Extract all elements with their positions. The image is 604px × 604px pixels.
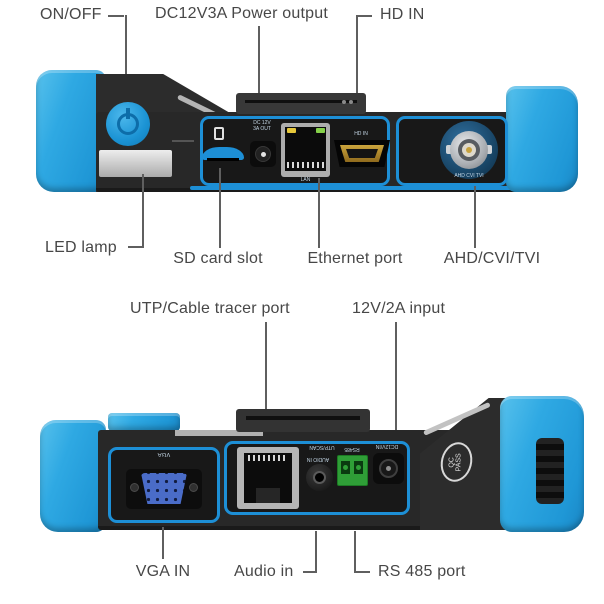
dc-output-label-line1: DC 12V <box>253 120 271 126</box>
callout-line-led-lamp <box>142 174 144 248</box>
power-icon-stem <box>126 108 130 119</box>
ethernet-led-green <box>316 128 325 133</box>
callout-line-rs485 <box>354 531 356 573</box>
callout-line-audio-in-dash <box>303 571 317 573</box>
bnc-bayonet-lug <box>446 145 452 154</box>
led-lamp <box>99 150 172 177</box>
rs485-port-label: RS485 <box>344 446 360 452</box>
handle-dot <box>342 100 346 104</box>
callout-line-on-off <box>125 15 127 103</box>
callout-line-power-input <box>395 322 397 448</box>
vga-screw-post <box>130 483 139 492</box>
device-bottom-left-bumper <box>40 420 106 532</box>
callout-line-vga-in <box>162 527 164 559</box>
callout-line-rs485-dash <box>354 571 370 573</box>
label-utp-tracer: UTP/Cable tracer port <box>130 300 290 317</box>
callout-line-power-output <box>258 26 260 122</box>
dc-output-port-label: DC 12V 3A OUT <box>244 120 280 132</box>
label-power-output: DC12V3A Power output <box>155 5 328 22</box>
callout-line-hd-in-dash <box>356 15 372 17</box>
label-vga-in: VGA IN <box>135 563 191 580</box>
label-hd-in: HD IN <box>380 6 425 23</box>
callout-line-led-lamp-dash <box>128 246 143 248</box>
device-bottom-corner-tab <box>108 413 180 431</box>
bnc-bayonet-lug <box>486 145 492 154</box>
ethernet-led-yellow <box>287 128 296 133</box>
front-bezel-strip <box>190 186 515 190</box>
rs485-terminal-screw <box>356 465 361 470</box>
label-power-input: 12V/2A input <box>352 300 446 317</box>
hdmi-port-label: HD IN <box>354 131 368 137</box>
device-bottom-silver-edge <box>175 430 263 436</box>
kickstand-handle-bottom-groove <box>246 416 360 420</box>
label-rs485: RS 485 port <box>378 563 466 580</box>
utp-port-pins <box>248 455 288 461</box>
hdmi-port-slot <box>346 149 378 158</box>
vga-connector <box>141 473 187 504</box>
label-ahd: AHD/CVI/TVI <box>443 250 541 267</box>
device-top-left-bumper <box>36 70 106 192</box>
callout-line-audio-in <box>315 531 317 573</box>
callout-line-ethernet <box>318 178 320 248</box>
bnc-connector-pin <box>466 147 472 153</box>
body-seam-line <box>172 140 194 142</box>
callout-line-hd-in <box>356 15 358 141</box>
kickstand-handle-top <box>236 93 366 114</box>
callout-line-utp-tracer <box>265 322 267 452</box>
callout-line-on-off-dash <box>108 15 124 17</box>
qc-text-line2: PASS <box>455 452 463 472</box>
bnc-port-label: AHD CVI TVI <box>454 173 484 179</box>
lan-port-label: LAN <box>300 177 311 183</box>
audio-port-label: AUDIO IN <box>306 456 330 462</box>
sd-card-slot-opening <box>207 158 239 161</box>
ethernet-port-pins <box>287 162 324 168</box>
audio-jack-hole <box>313 471 326 484</box>
kickstand-handle-top-groove <box>245 100 357 103</box>
label-sd-card: SD card slot <box>173 250 263 267</box>
dc-input-jack-pin <box>386 466 391 471</box>
dc-input-port-label: DC12V/IN <box>375 443 399 449</box>
label-on-off: ON/OFF <box>40 6 102 23</box>
rs485-terminal-screw <box>343 465 348 470</box>
kickstand-handle-bottom <box>236 409 370 432</box>
device-top-right-bumper <box>506 86 578 192</box>
bumper-strap-slot <box>536 438 564 504</box>
label-ethernet: Ethernet port <box>307 250 403 267</box>
qc-pass-sticker-text: QC PASS <box>449 452 463 472</box>
handle-dot <box>349 100 353 104</box>
sd-card-slot <box>202 147 244 160</box>
sd-card-icon <box>214 127 224 140</box>
dc-output-jack-pin <box>261 152 266 157</box>
callout-line-sd-card <box>219 168 221 248</box>
vga-screw-post <box>189 483 198 492</box>
label-audio-in: Audio in <box>234 563 294 580</box>
label-led-lamp: LED lamp <box>45 239 117 256</box>
dc-output-label-line2: 3A OUT <box>253 126 271 132</box>
utp-port-latch <box>256 488 280 503</box>
vga-port-label: VGA <box>157 451 171 457</box>
callout-line-ahd <box>474 186 476 248</box>
